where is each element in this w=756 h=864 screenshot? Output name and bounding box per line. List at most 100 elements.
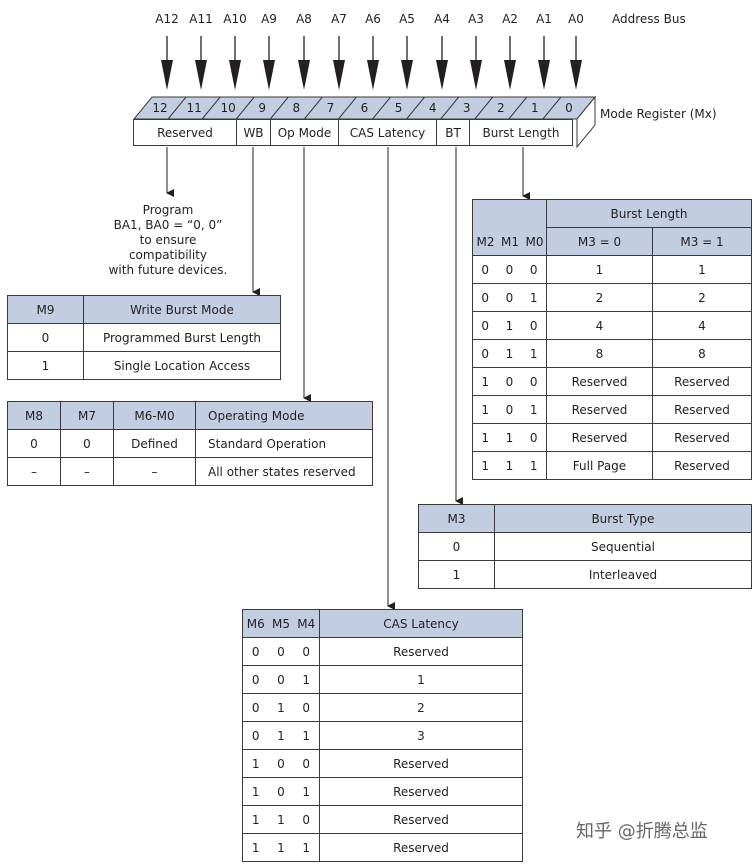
table-cell: Sequential: [494, 532, 752, 561]
bit-divider: [474, 96, 494, 120]
program-note-line: with future devices.: [108, 263, 228, 277]
table-header: Burst Type: [494, 504, 752, 533]
address-line-a12: A12: [155, 12, 179, 26]
table-cell: 4: [652, 311, 752, 340]
table-cell: 1: [319, 665, 523, 694]
table-header: M6-M0: [113, 401, 196, 430]
address-line-a3: A3: [468, 12, 484, 26]
bit-divider: [440, 96, 460, 120]
table-cell: 1: [268, 693, 294, 722]
table-cell: 1: [652, 255, 752, 284]
bus-arrowhead-a4: [436, 60, 448, 90]
address-line-a0: A0: [568, 12, 584, 26]
register-bit-9: 9: [258, 101, 267, 115]
program-note-line: BA1, BA0 = “0, 0”: [113, 218, 223, 232]
table-cell: 0: [497, 283, 522, 312]
table-cell: 1: [472, 423, 498, 452]
table-cell: 0: [418, 532, 495, 561]
table-cell: 1: [242, 805, 269, 834]
table-header: M3 = 0: [546, 227, 653, 256]
table-cell: 1: [497, 311, 522, 340]
table-cell: 0: [268, 637, 294, 666]
table-cell: 0: [293, 693, 320, 722]
address-line-a10: A10: [223, 12, 247, 26]
table-cell: 0: [293, 805, 320, 834]
bus-arrowhead-a11: [195, 60, 207, 90]
table-cell: 0: [472, 339, 498, 368]
bus-arrowhead-a5: [401, 60, 413, 90]
table-cell: 0: [497, 395, 522, 424]
table-cell: 1: [497, 423, 522, 452]
table-header: CAS Latency: [319, 609, 523, 638]
table-cell: Reserved: [319, 637, 523, 666]
bus-arrowhead-a10: [229, 60, 241, 90]
table-cell: 0: [521, 423, 547, 452]
table-cell: 1: [293, 777, 320, 806]
table-cell: 1: [268, 833, 294, 862]
bus-arrowhead-a12: [161, 60, 173, 90]
table-cell: 1: [293, 833, 320, 862]
table-cell: Reserved: [319, 805, 523, 834]
table-cell: 0: [293, 749, 320, 778]
table-cell: Reserved: [652, 451, 752, 480]
address-line-a7: A7: [331, 12, 347, 26]
table-cell: Reserved: [319, 833, 523, 862]
table-header: M3: [418, 504, 495, 533]
table-cell: 0: [242, 637, 269, 666]
table-cell: 0: [521, 367, 547, 396]
table-cell: 1: [472, 367, 498, 396]
address-line-a9: A9: [261, 12, 277, 26]
table-header: M8: [7, 401, 61, 430]
address-line-a8: A8: [296, 12, 312, 26]
program-note-line: Program: [142, 203, 194, 217]
table-cell: 0: [521, 311, 547, 340]
table-cell: 1: [521, 283, 547, 312]
table-cell: 1: [242, 833, 269, 862]
address-line-a5: A5: [399, 12, 415, 26]
bit-divider: [338, 96, 357, 120]
address-bus-label: Address Bus: [612, 12, 686, 26]
table-cell: 0: [268, 777, 294, 806]
table-cell: 2: [546, 283, 653, 312]
table-cell: 1: [546, 255, 653, 284]
table-cell: 0: [497, 367, 522, 396]
table-cell: 1: [497, 339, 522, 368]
table-cell: 4: [546, 311, 653, 340]
table-cell: 0: [472, 311, 498, 340]
address-line-a2: A2: [502, 12, 518, 26]
table-cell: 0: [60, 429, 114, 458]
table-cell: 0: [242, 665, 269, 694]
bus-arrowhead-a0: [570, 60, 582, 90]
table-cell: 0: [521, 255, 547, 284]
table-header: M1: [501, 235, 519, 249]
table-cell: Reserved: [319, 777, 523, 806]
table-cell: Reserved: [546, 423, 653, 452]
table-cell: Reserved: [652, 423, 752, 452]
table-cell: Reserved: [546, 395, 653, 424]
bit-divider: [167, 96, 187, 120]
table-header: M4: [293, 609, 320, 638]
bit-divider: [235, 96, 255, 120]
mode-register-label: Mode Register (Mx): [600, 107, 717, 121]
table-cell: 0: [242, 721, 269, 750]
table-cell: 1: [472, 395, 498, 424]
address-line-a1: A1: [536, 12, 552, 26]
table-cell: Full Page: [546, 451, 653, 480]
